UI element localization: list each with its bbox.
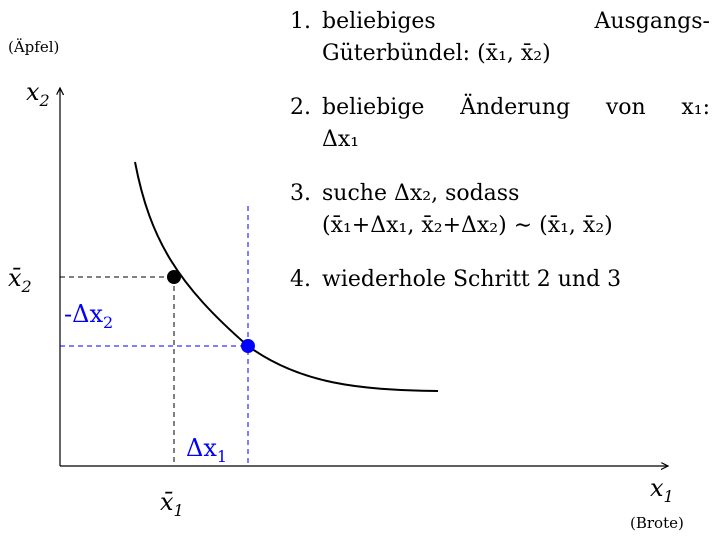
delta-x1-label: Δx1 <box>186 434 227 466</box>
x2bar-label: x̄2 <box>8 264 32 296</box>
x-axis-label: x1 <box>650 474 674 506</box>
step-text-line2: Güterbündel: (x̄₁, x̄₂) <box>322 41 551 66</box>
step-text-line1: wiederhole Schritt 2 und 3 <box>322 267 622 292</box>
step-text-line2: (x̄₁+Δx₁, x̄₂+Δx₂) ∼ (x̄₁, x̄₂) <box>322 213 613 238</box>
y-axis-unit: (Äpfel) <box>8 38 59 56</box>
step-4: 4. wiederhole Schritt 2 und 3 <box>290 264 710 296</box>
step-number: 1. <box>290 9 311 34</box>
new-bundle-point <box>241 339 255 353</box>
step-text-line2: Δx₁ <box>322 127 360 152</box>
step-number: 2. <box>290 95 311 120</box>
step-2: 2. beliebige Änderung von x₁: Δx₁ <box>290 92 710 156</box>
y-axis-label: x2 <box>26 78 50 110</box>
step-number: 3. <box>290 181 311 206</box>
step-number: 4. <box>290 267 311 292</box>
x1bar-label: x̄1 <box>160 488 184 520</box>
steps-list: 1. beliebiges Ausgangs- Güterbündel: (x̄… <box>290 6 710 318</box>
step-3: 3. suche Δx₂, sodass (x̄₁+Δx₁, x̄₂+Δx₂) … <box>290 178 710 242</box>
step-text-line1: beliebige Änderung von x₁: <box>322 95 710 120</box>
step-1: 1. beliebiges Ausgangs- Güterbündel: (x̄… <box>290 6 710 70</box>
step-text-line1: suche Δx₂, sodass <box>322 181 520 206</box>
step-text-line1: beliebiges Ausgangs- <box>322 9 710 34</box>
start-bundle-point <box>167 270 181 284</box>
delta-x2-label: -Δx2 <box>64 300 113 332</box>
x-axis-unit: (Brote) <box>630 514 684 532</box>
